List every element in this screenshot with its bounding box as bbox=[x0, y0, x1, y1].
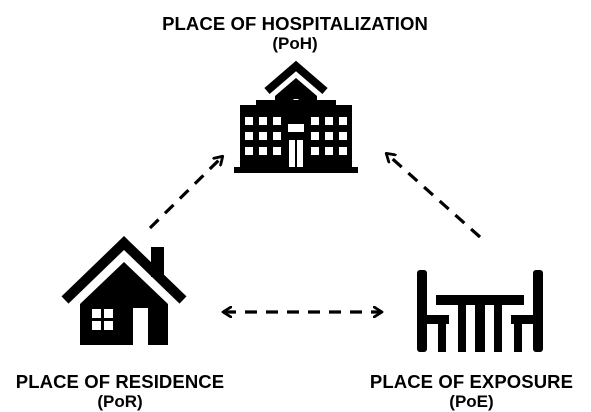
residence-label: PLACE OF RESIDENCE (PoR) bbox=[0, 371, 240, 412]
arrow-exposure-to-hospitalization bbox=[387, 154, 482, 239]
residence-abbr: (PoR) bbox=[97, 392, 143, 412]
exposure-name: PLACE OF EXPOSURE bbox=[369, 371, 574, 392]
hospitalization-label: PLACE OF HOSPITALIZATION (PoH) bbox=[145, 13, 445, 54]
arrow-residence-to-hospitalization bbox=[148, 157, 222, 230]
exposure-label: PLACE OF EXPOSURE (PoE) bbox=[352, 371, 591, 412]
dining-table-chairs-icon bbox=[417, 270, 543, 352]
hospitalization-abbr: (PoH) bbox=[272, 34, 318, 54]
residence-name: PLACE OF RESIDENCE bbox=[15, 371, 225, 392]
hospital-icon bbox=[234, 60, 358, 173]
hospitalization-name: PLACE OF HOSPITALIZATION bbox=[162, 13, 428, 34]
house-icon bbox=[61, 236, 187, 345]
exposure-abbr: (PoE) bbox=[449, 392, 494, 412]
